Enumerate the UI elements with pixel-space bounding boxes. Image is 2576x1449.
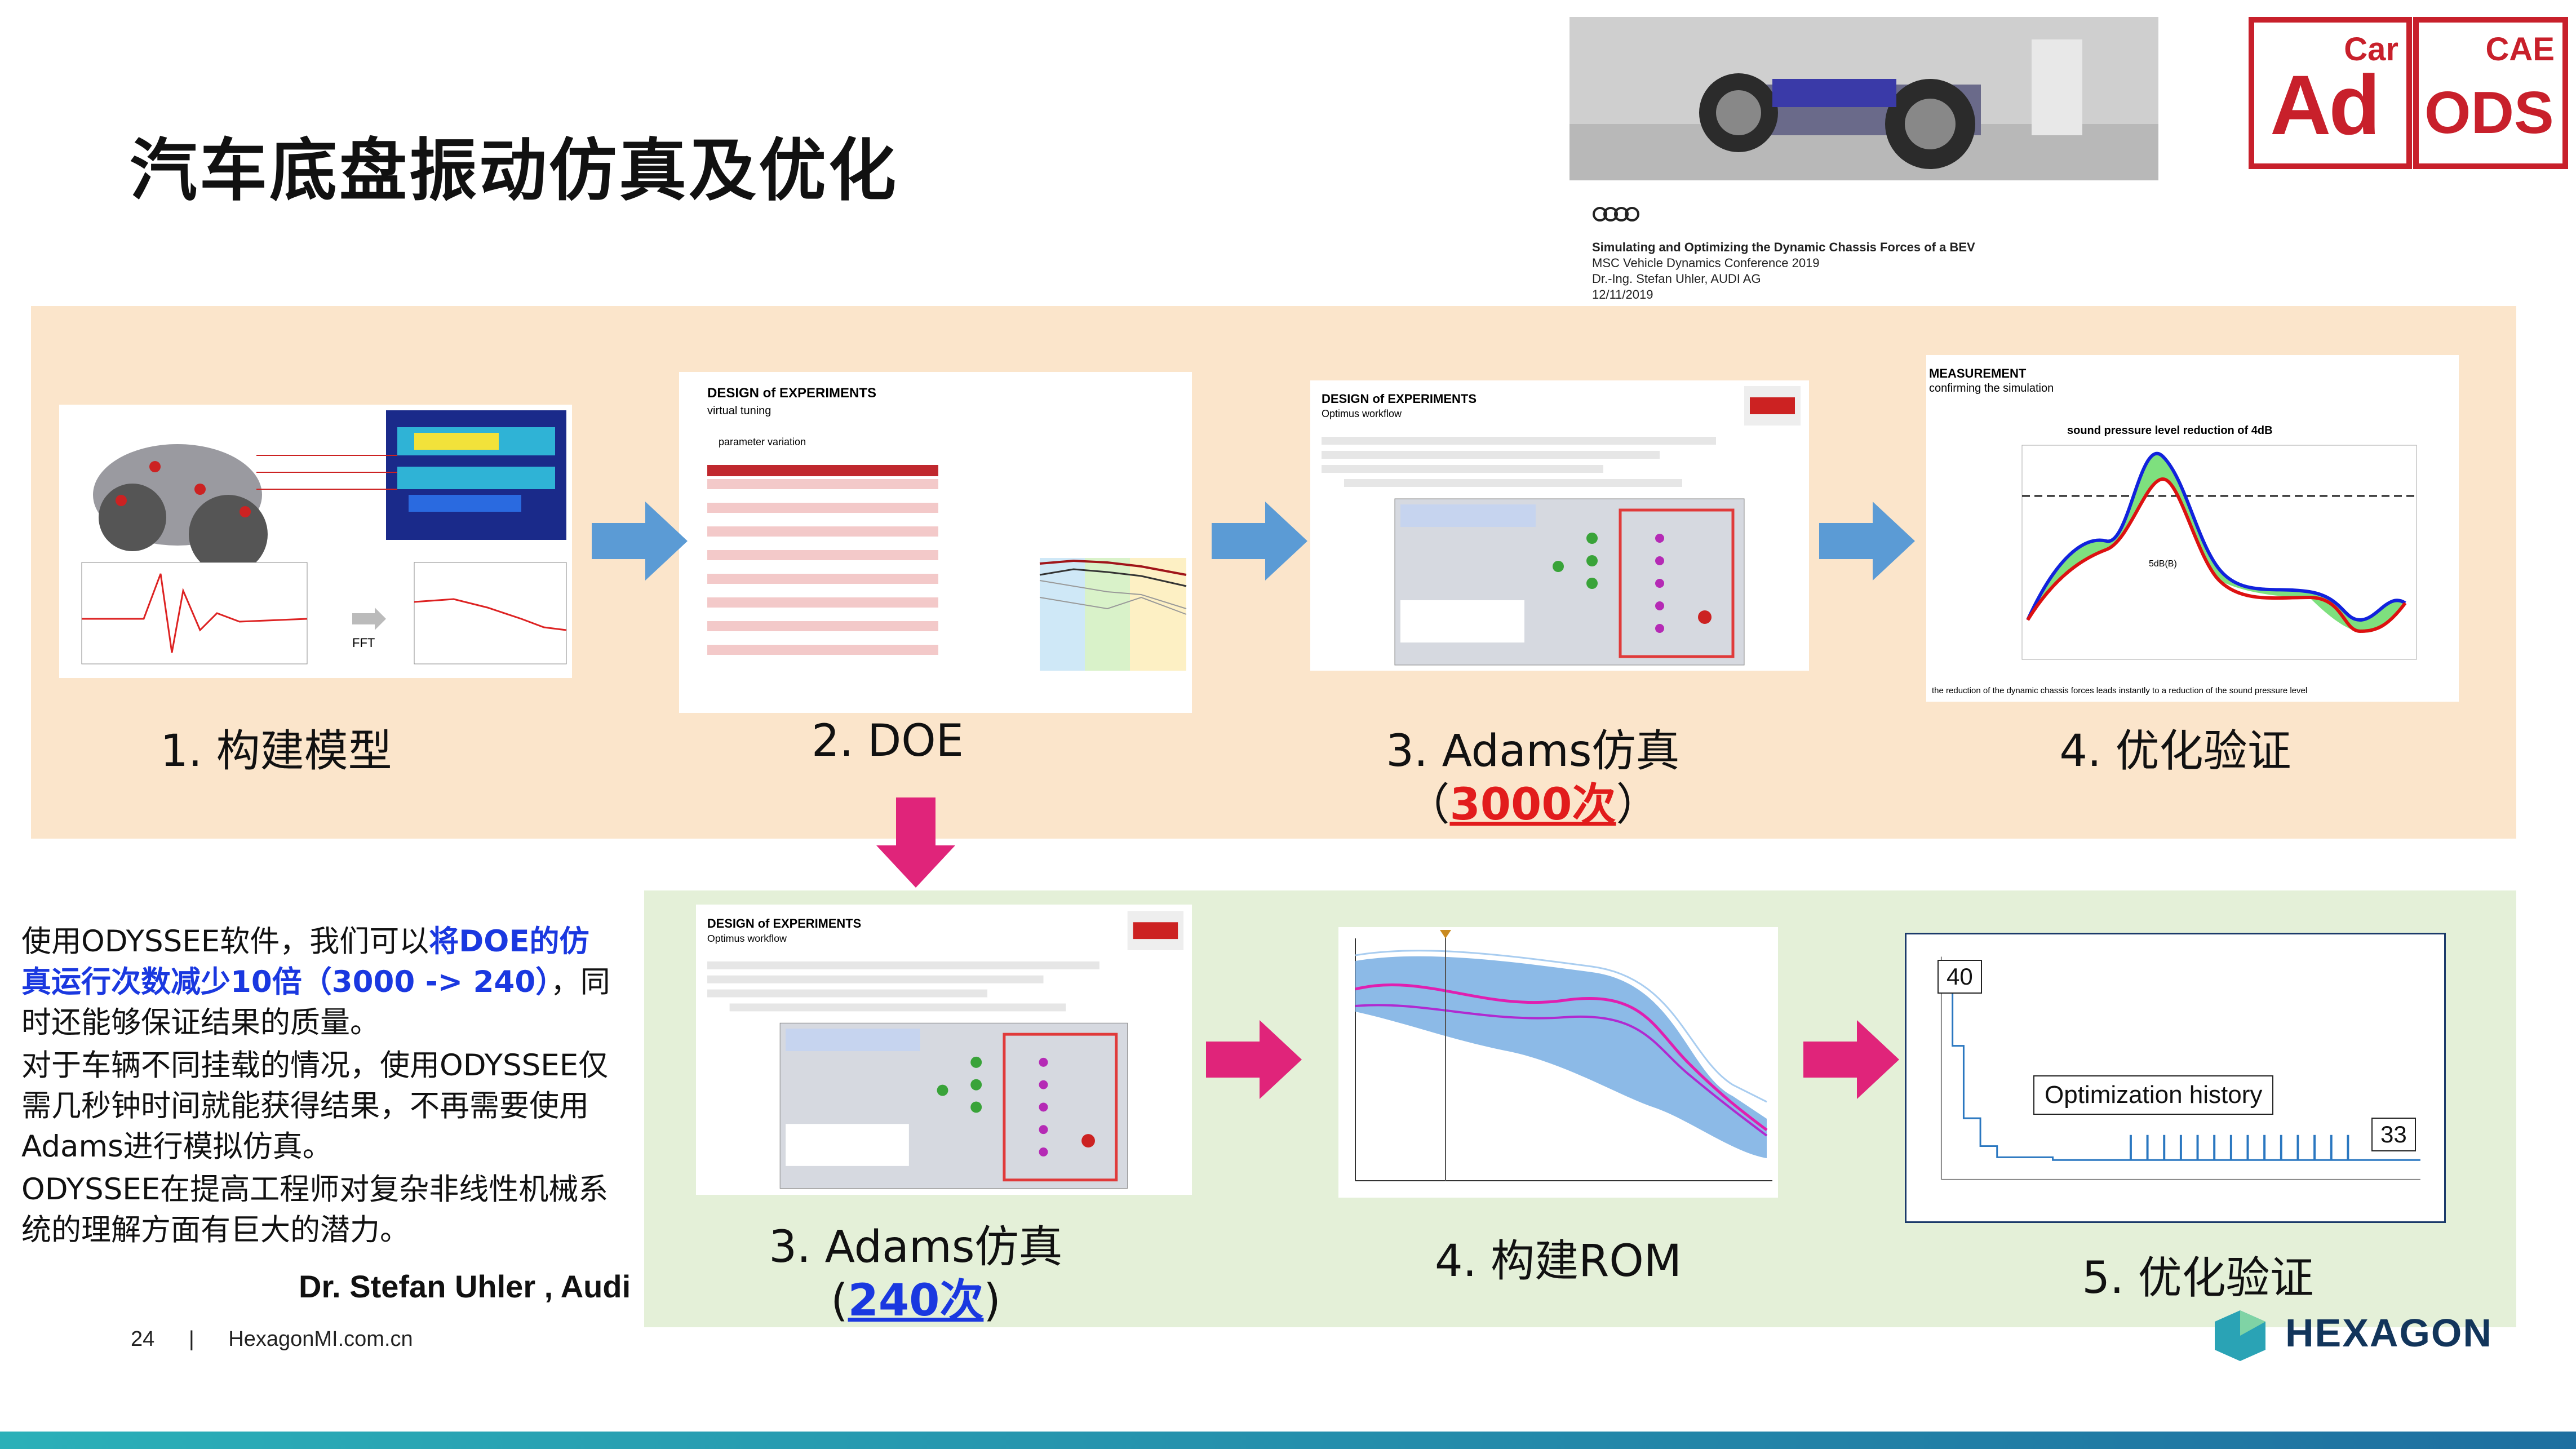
down-arrow <box>876 797 955 888</box>
hexagon-logo: HEXAGON <box>2209 1310 2491 1361</box>
author-credit: Dr. Stefan Uhler , Audi <box>299 1269 631 1304</box>
hexagon-wordmark: HEXAGON <box>2285 1311 2493 1355</box>
adams-thumbnail-top: DESIGN of EXPERIMENTS Optimus workflow <box>1310 380 1809 671</box>
opt-hist-start-badge: 40 <box>1937 960 1982 994</box>
slide-title: 汽车底盘振动仿真及优化 <box>130 132 898 210</box>
chassis-photo-graphic <box>1569 17 2158 180</box>
description-paragraph-3: ODYSSEE在提高工程师对复杂非线性机械系统的理解方面有巨大的潜力。 <box>21 1172 609 1247</box>
step-label-build-rom: 4. 构建ROM <box>1434 1236 1682 1287</box>
optimization-history-thumbnail: 40 Optimization history 33 <box>1905 933 2446 1223</box>
meas-title: MEASUREMENT <box>1929 366 2027 380</box>
audi-reference: Simulating and Optimizing the Dynamic Ch… <box>1592 203 2156 304</box>
opt-hist-end-badge: 33 <box>2371 1118 2416 1151</box>
opt-hist-label: Optimization history <box>2033 1075 2274 1115</box>
measurement-thumbnail: MEASUREMENT confirming the simulation so… <box>1926 355 2459 702</box>
audi-author: Dr.-Ing. Stefan Uhler, AUDI AG <box>1592 272 1761 286</box>
measurement-thumbnail-graphic: MEASUREMENT confirming the simulation so… <box>1926 355 2459 702</box>
website-link[interactable]: HexagonMI.com.cn <box>228 1327 413 1351</box>
caeods-logo-ods: ODS <box>2424 79 2554 146</box>
right-arrow-icon <box>1819 502 1915 581</box>
step-label-doe: 2. DOE <box>812 716 964 766</box>
carad-logo: Car Ad <box>2249 17 2412 169</box>
hexagon-mark-icon <box>2215 1310 2265 1361</box>
step-label-adams-top: 3. Adams仿真 <box>1386 726 1680 777</box>
doe-subtitle: virtual tuning <box>707 405 771 417</box>
flow-arrow-2 <box>1212 502 1307 581</box>
p1-highlight: 将DOE的仿真运行次数减少10倍（3000 -> 240） <box>21 924 589 999</box>
carad-logo-car: Car <box>2344 31 2398 68</box>
caeods-logo: CAE ODS <box>2413 17 2568 169</box>
meas-subtitle: confirming the simulation <box>1929 382 2054 395</box>
right-arrow-icon <box>1803 1020 1899 1099</box>
audi-rings-icon <box>1593 207 1639 221</box>
opt-title-bottom: DESIGN of EXPERIMENTS <box>707 916 861 930</box>
opt-subtitle-bottom: Optimus workflow <box>707 933 787 944</box>
fft-label: FFT <box>352 636 375 650</box>
right-arrow-icon <box>592 502 688 581</box>
adams-thumbnail-bottom: DESIGN of EXPERIMENTS Optimus workflow <box>696 905 1192 1195</box>
opt-subtitle: Optimus workflow <box>1322 408 1402 419</box>
step-label-verify-top: 4. 优化验证 <box>2059 726 2291 777</box>
run-count-240: 240次 <box>848 1275 984 1326</box>
chassis-photo <box>1569 17 2158 180</box>
paren-close: ） <box>1616 779 1660 830</box>
caeods-logo-cae: CAE <box>2485 31 2555 68</box>
opt-title: DESIGN of EXPERIMENTS <box>1322 392 1477 406</box>
audi-date: 12/11/2019 <box>1592 287 1653 302</box>
paren-open: ( <box>831 1275 848 1326</box>
doe-thumbnail-graphic: DESIGN of EXPERIMENTS virtual tuning par… <box>679 372 1192 713</box>
p1-part-c: ，同时还能够保证结果的质量。 <box>21 965 610 1040</box>
bottom-accent-bar <box>0 1432 2576 1449</box>
paren-close: ) <box>983 1275 1001 1326</box>
right-arrow-icon <box>1212 502 1307 581</box>
model-thumbnail: FFT <box>59 405 572 678</box>
doe-title: DESIGN of EXPERIMENTS <box>707 385 876 401</box>
meas-chart-title: sound pressure level reduction of 4dB <box>2067 424 2273 437</box>
down-arrow-icon <box>876 797 955 888</box>
step-label-build-model: 1. 构建模型 <box>160 726 392 777</box>
flow-arrow-4 <box>1206 1020 1302 1099</box>
description-paragraph-2: 对于车辆不同挂载的情况，使用ODYSSEE仅需几秒钟时间就能获得结果，不再需要使… <box>21 1048 609 1164</box>
model-thumbnail-graphic: FFT <box>59 405 572 678</box>
flow-arrow-3 <box>1819 502 1915 581</box>
step-label-adams-count-top: （3000次） <box>1364 769 1702 832</box>
rom-thumbnail-graphic <box>1338 927 1778 1198</box>
audi-conference: MSC Vehicle Dynamics Conference 2019 <box>1592 256 1820 270</box>
p1-part-a: 使用ODYSSEE软件，我们可以 <box>21 924 429 959</box>
step-label-adams-count-bottom: (240次) <box>747 1265 1085 1328</box>
description-text: 使用ODYSSEE软件，我们可以将DOE的仿真运行次数减少10倍（3000 ->… <box>21 921 619 1253</box>
right-arrow-icon <box>1206 1020 1302 1099</box>
run-count-3000: 3000次 <box>1449 779 1616 830</box>
carad-logo-ad: Ad <box>2270 57 2380 152</box>
step-label-adams-bottom: 3. Adams仿真 <box>769 1222 1063 1273</box>
flow-arrow-1 <box>592 502 688 581</box>
step-label-verify-bottom: 5. 优化验证 <box>2082 1253 2314 1304</box>
doe-thumbnail: DESIGN of EXPERIMENTS virtual tuning par… <box>679 372 1192 713</box>
page-number: 24 <box>131 1327 155 1351</box>
flow-arrow-5 <box>1803 1020 1899 1099</box>
adams-thumbnail-top-graphic: DESIGN of EXPERIMENTS Optimus workflow <box>1310 380 1809 671</box>
meas-note: the reduction of the dynamic chassis for… <box>1932 686 2307 695</box>
doe-param: parameter variation <box>719 436 806 447</box>
rom-thumbnail <box>1338 927 1778 1198</box>
paren-open: （ <box>1406 779 1450 830</box>
meas-delta: 5dB(B) <box>2149 559 2177 569</box>
description-paragraph-1: 使用ODYSSEE软件，我们可以将DOE的仿真运行次数减少10倍（3000 ->… <box>21 921 619 1043</box>
audi-paper-title: Simulating and Optimizing the Dynamic Ch… <box>1592 240 1975 254</box>
slide-footer: 24 | HexagonMI.com.cn <box>131 1327 413 1351</box>
footer-separator: | <box>188 1327 194 1351</box>
adams-thumbnail-bottom-graphic: DESIGN of EXPERIMENTS Optimus workflow <box>696 905 1192 1194</box>
